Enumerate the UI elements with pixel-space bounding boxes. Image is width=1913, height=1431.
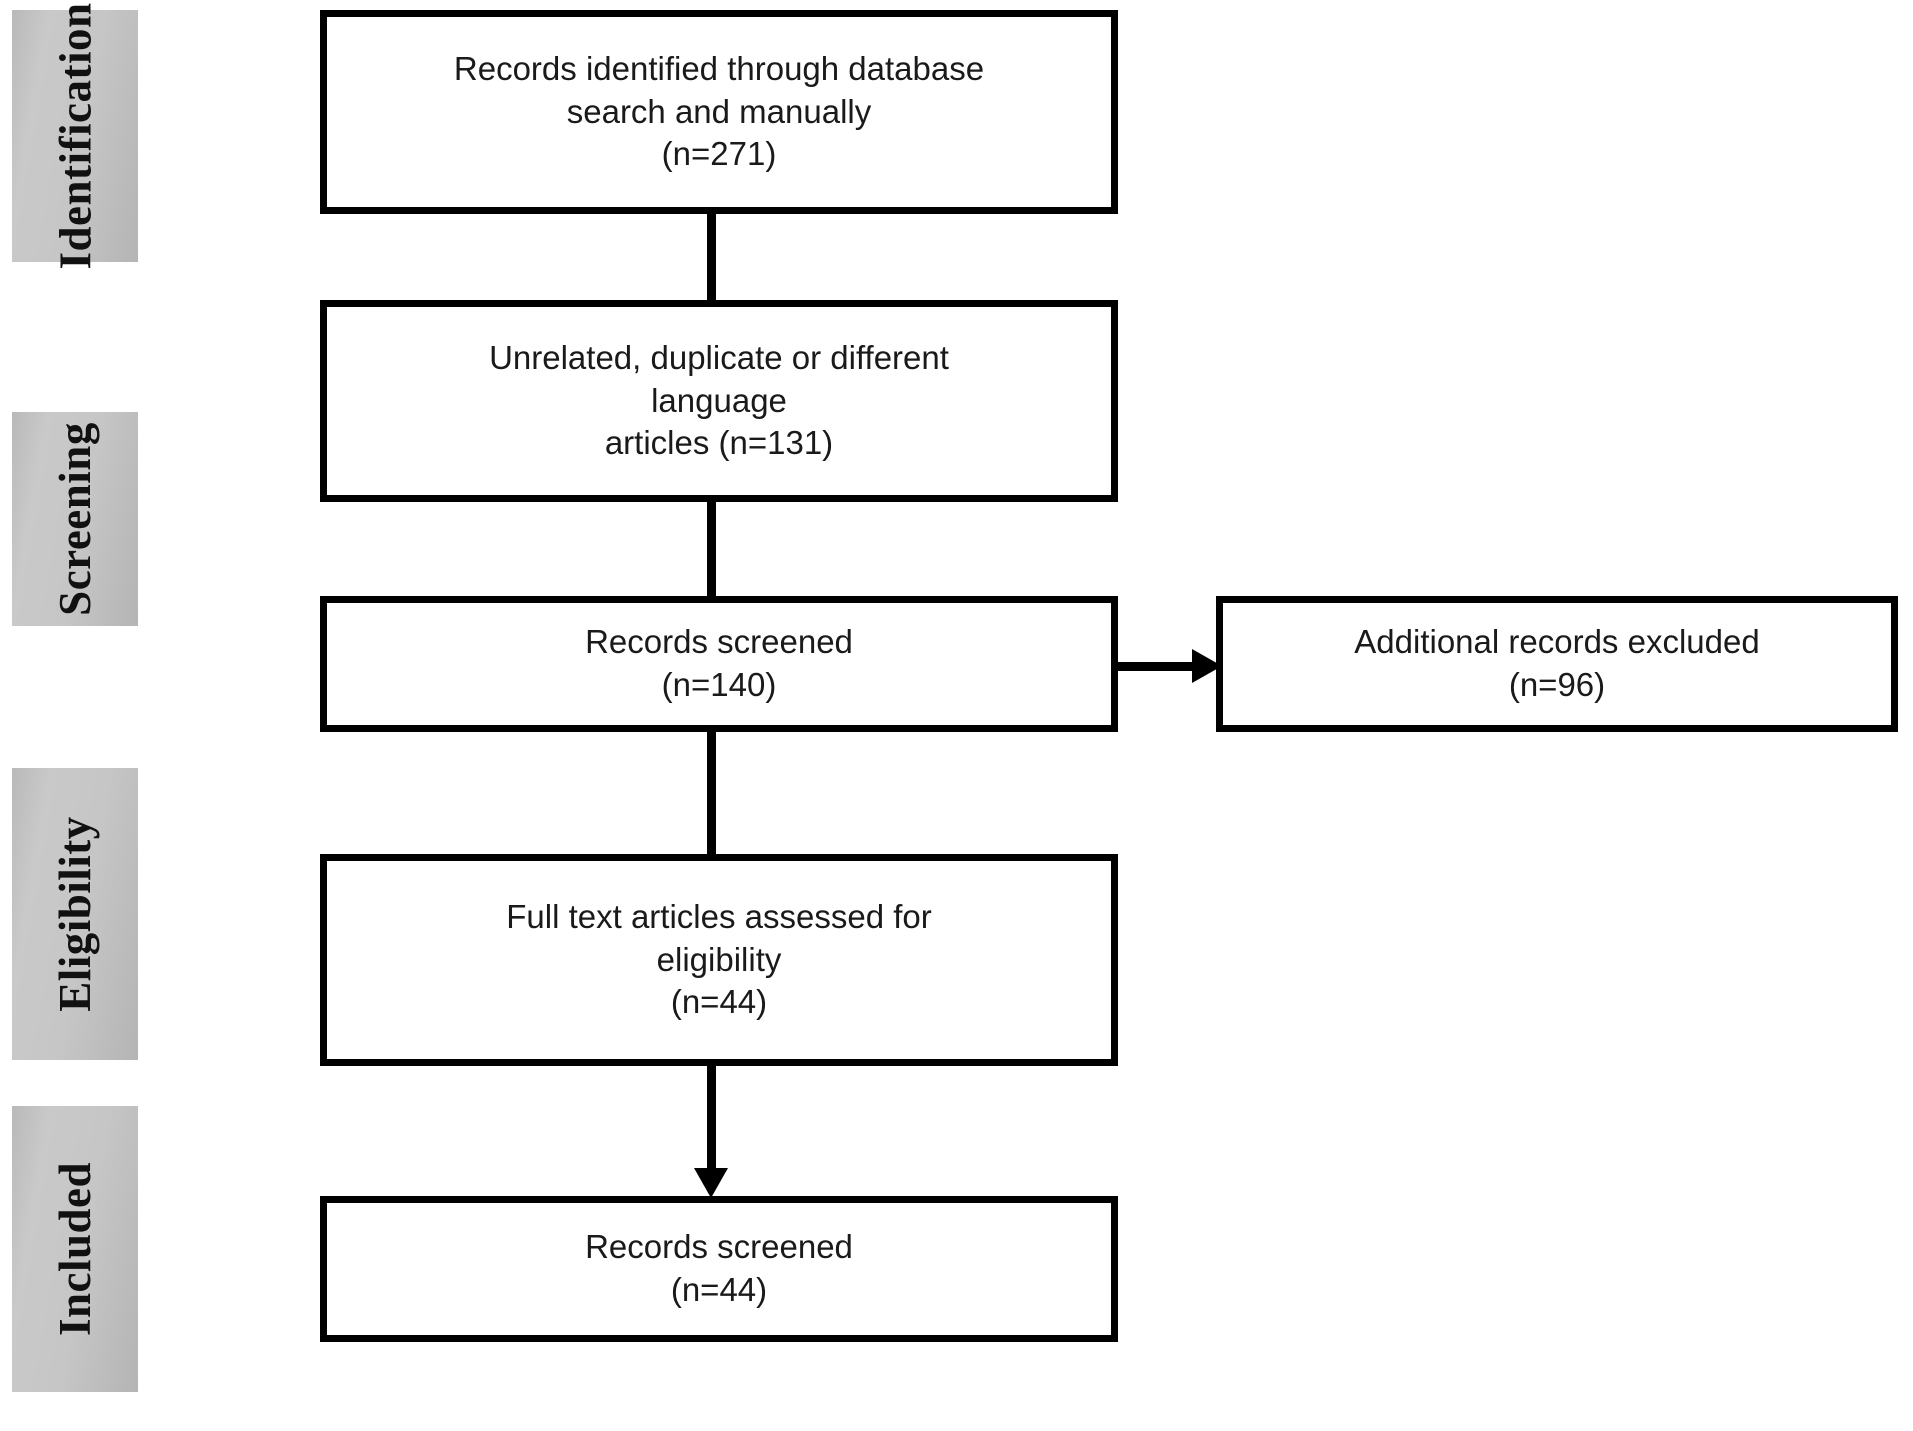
stage-label-screening: Screening xyxy=(12,412,138,626)
box-full-text-assessed-text: Full text articles assessed for eligibil… xyxy=(506,897,932,1021)
connector-identified-to-unrelated xyxy=(707,212,716,308)
box-additional-records-excluded-text: Additional records excluded (n=96) xyxy=(1354,623,1760,703)
stage-label-screening-text: Screening xyxy=(50,422,101,616)
stage-label-eligibility-text: Eligibility xyxy=(50,816,101,1012)
box-records-identified-text: Records identified through database sear… xyxy=(453,49,985,173)
stage-label-identification: Identification xyxy=(12,2,138,270)
box-additional-records-excluded: Additional records excluded (n=96) xyxy=(1216,596,1898,732)
box-full-text-assessed: Full text articles assessed for eligibil… xyxy=(320,854,1118,1066)
arrow-down-icon xyxy=(694,1168,728,1198)
box-records-included-text: Records screened (n=44) xyxy=(585,1228,853,1308)
box-records-screened-text: Records screened (n=140) xyxy=(585,623,853,703)
connector-fulltext-to-included xyxy=(707,1062,716,1172)
connector-unrelated-to-screened xyxy=(707,498,716,600)
box-records-identified: Records identified through database sear… xyxy=(320,10,1118,214)
stage-label-eligibility: Eligibility xyxy=(12,768,138,1060)
stage-label-identification-text: Identification xyxy=(50,2,101,270)
box-unrelated-duplicate-excluded-text: Unrelated, duplicate or different langua… xyxy=(489,338,949,462)
stage-label-included: Included xyxy=(12,1106,138,1392)
connector-screened-to-excluded xyxy=(1112,662,1202,671)
stage-label-included-text: Included xyxy=(50,1161,101,1337)
box-unrelated-duplicate-excluded: Unrelated, duplicate or different langua… xyxy=(320,300,1118,502)
connector-screened-to-fulltext xyxy=(707,728,716,856)
box-records-included: Records screened (n=44) xyxy=(320,1196,1118,1342)
box-records-screened: Records screened (n=140) xyxy=(320,596,1118,732)
